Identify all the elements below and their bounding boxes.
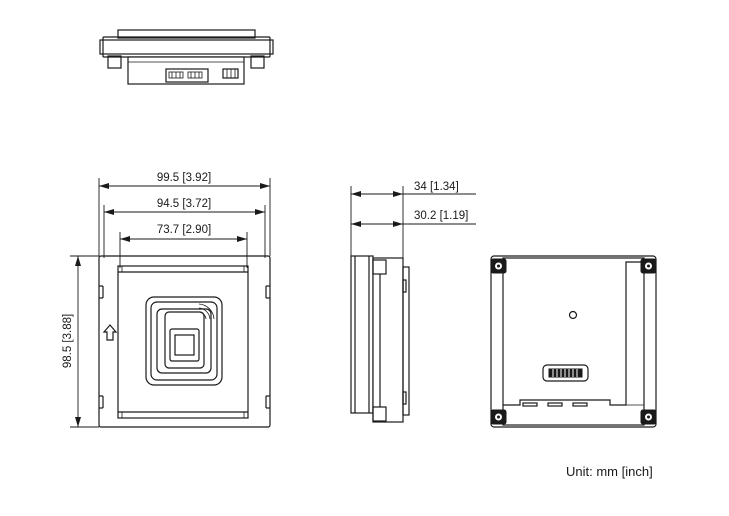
unit-label: Unit: mm [inch] (566, 464, 653, 479)
up-arrow-icon (102, 324, 118, 341)
front-dimensions (70, 178, 271, 428)
top-view (99, 29, 274, 85)
side-dimensions (350, 186, 476, 258)
connector-block (165, 68, 209, 83)
dim-mid-width: 94.5 [3.72] (157, 198, 211, 210)
side-view (350, 255, 410, 423)
dim-height: 98.5 [3.88] (62, 314, 74, 368)
rear-view (490, 255, 657, 428)
dim-depth-total: 34 [1.34] (414, 181, 459, 193)
corner-screw-icon (490, 409, 507, 425)
corner-screw-icon (490, 258, 507, 274)
dim-outer-width: 99.5 [3.92] (157, 172, 211, 184)
rear-connector (542, 364, 589, 382)
corner-screw-icon (640, 409, 657, 425)
fingerprint-reader (145, 296, 223, 386)
dim-depth-body: 30.2 [1.19] (414, 210, 468, 222)
dim-inner-width: 73.7 [2.90] (157, 224, 211, 236)
corner-screw-icon (640, 258, 657, 274)
front-view (98, 255, 271, 428)
